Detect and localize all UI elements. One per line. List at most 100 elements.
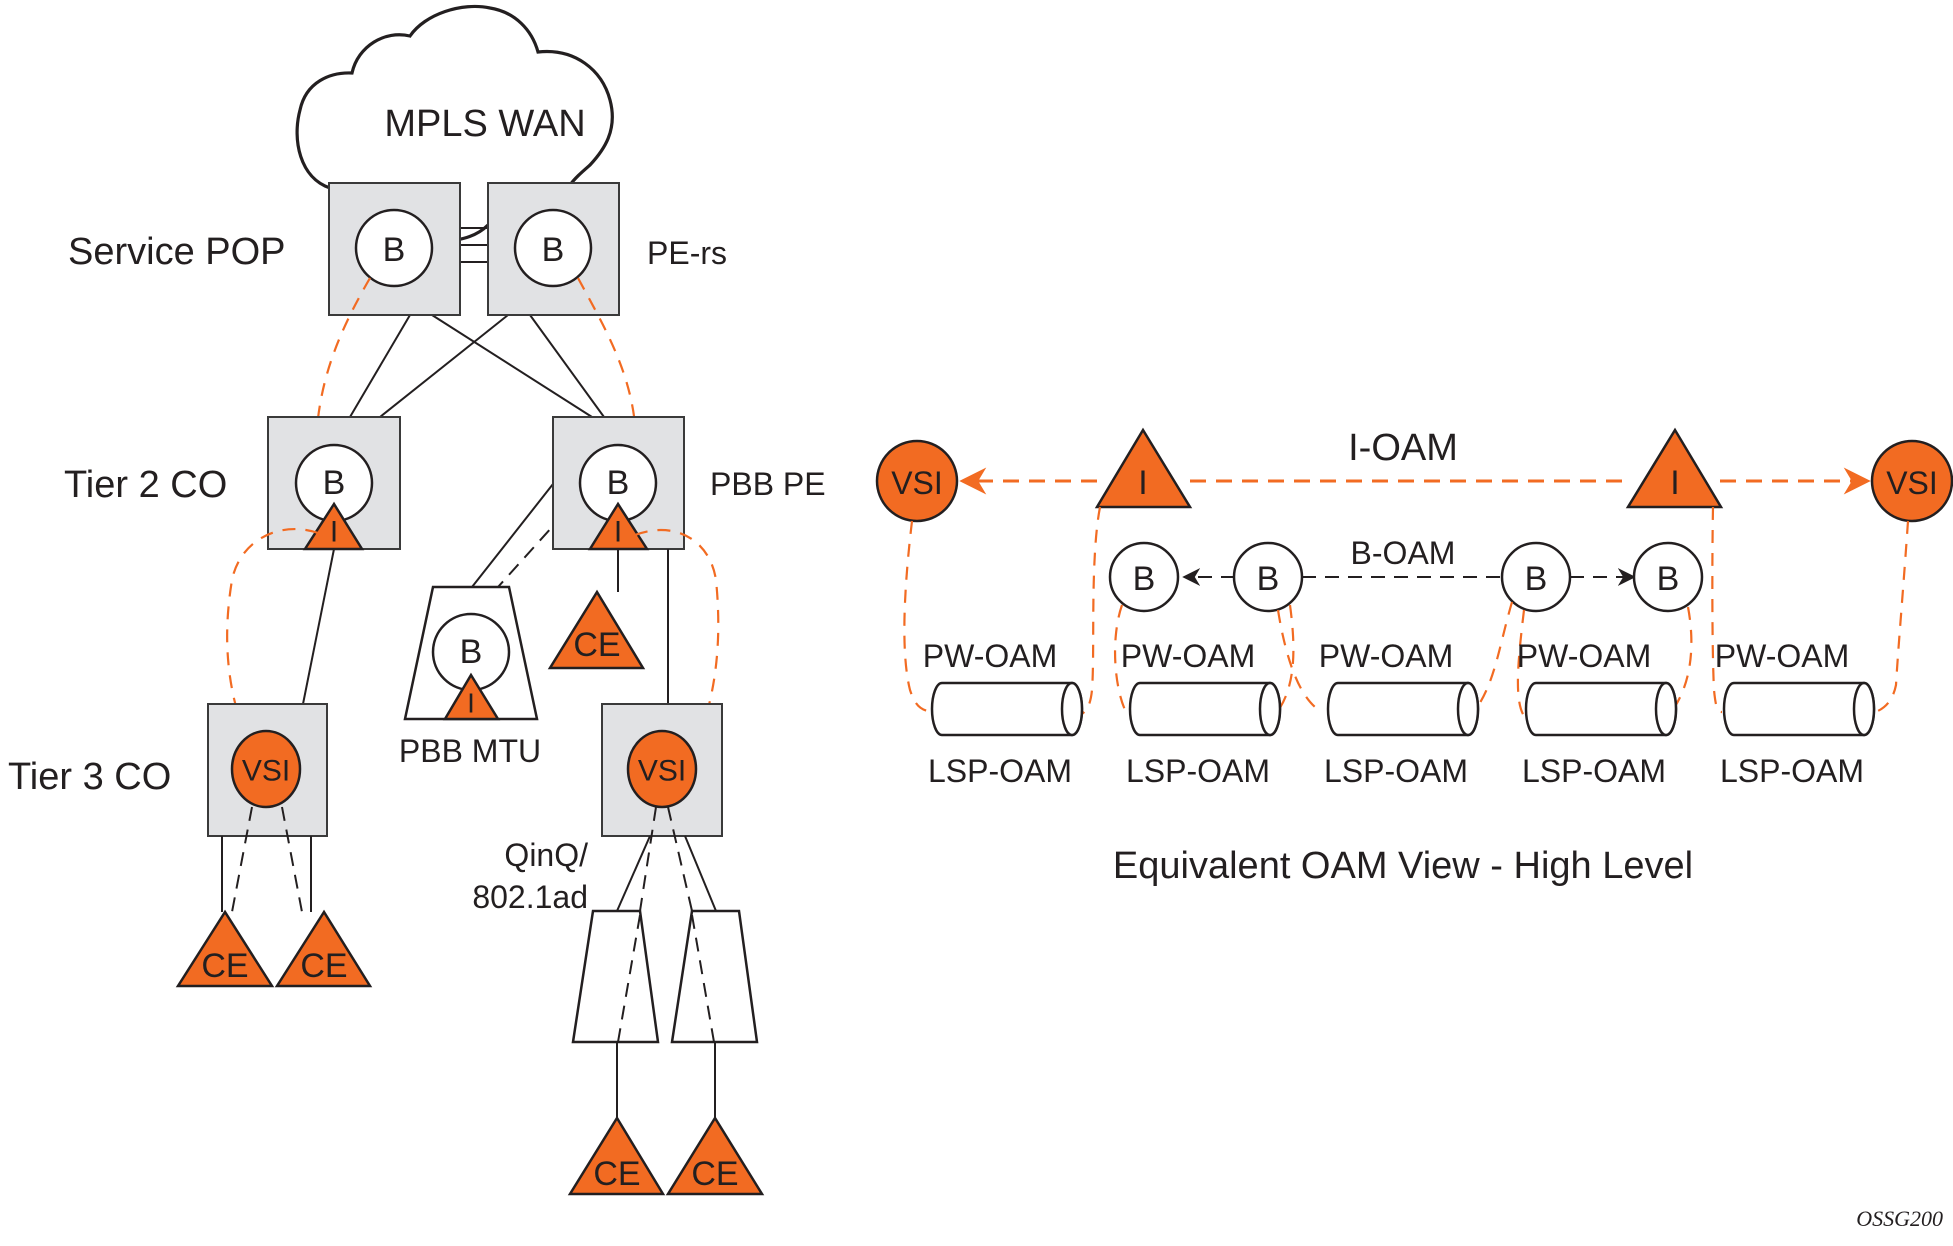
link bbox=[379, 314, 509, 418]
vsi-icon bbox=[230, 729, 302, 809]
pw-path bbox=[903, 520, 933, 714]
b-label: B bbox=[1657, 560, 1680, 598]
qinq-switch[interactable] bbox=[571, 909, 660, 1044]
b-component-icon bbox=[1632, 541, 1704, 613]
pw-oam-label: PW-OAM bbox=[1715, 638, 1850, 674]
tier3-co-node-right[interactable] bbox=[601, 703, 723, 837]
vsi-label: VSI bbox=[1886, 465, 1938, 501]
cloud-label: MPLS WAN bbox=[384, 103, 585, 145]
b-label: B bbox=[383, 231, 406, 269]
caption: Equivalent OAM View - High Level bbox=[1113, 845, 1693, 887]
segment: PW-OAM LSP-OAM bbox=[1715, 638, 1876, 789]
mpls-wan-cloud: MPLS WAN bbox=[295, 4, 614, 244]
lsp-oam-label: LSP-OAM bbox=[1720, 753, 1864, 789]
uplinks bbox=[349, 227, 605, 418]
link bbox=[684, 835, 717, 912]
ce-device-icon[interactable] bbox=[567, 1115, 666, 1196]
left-topology: MPLS WAN Service POP B B PE-rs Tier 2 CO bbox=[8, 4, 826, 1196]
service-link bbox=[281, 806, 303, 913]
pw-path bbox=[1857, 520, 1910, 718]
tier-label-service-pop: Service POP bbox=[68, 231, 286, 273]
link bbox=[349, 314, 411, 418]
pw-path bbox=[1114, 604, 1127, 713]
service-link bbox=[231, 806, 253, 913]
qinq-label-line2: 802.1ad bbox=[472, 879, 588, 915]
lsp-tunnel-icon bbox=[1326, 681, 1480, 737]
pe-rs-label: PE-rs bbox=[647, 235, 727, 271]
figure-id: OSSG200 bbox=[1856, 1206, 1943, 1231]
b-label: B bbox=[1133, 560, 1156, 598]
pbb-pe-label: PBB PE bbox=[710, 466, 826, 502]
b-oam-label: B-OAM bbox=[1351, 535, 1456, 571]
lsp-oam-label: LSP-OAM bbox=[928, 753, 1072, 789]
link bbox=[529, 314, 605, 418]
lsp-oam-label: LSP-OAM bbox=[1324, 753, 1468, 789]
vsi-label: VSI bbox=[891, 465, 943, 501]
ce-label: CE bbox=[201, 947, 248, 985]
qinq-label-line1: QinQ/ bbox=[504, 837, 588, 873]
b-component-icon bbox=[1232, 541, 1304, 613]
i-label: I bbox=[1670, 464, 1679, 502]
b-component-icon bbox=[1108, 541, 1180, 613]
pw-oam-label: PW-OAM bbox=[1517, 638, 1652, 674]
tunnel-end-cap bbox=[1060, 681, 1084, 737]
b-component-icon bbox=[354, 208, 434, 288]
link bbox=[302, 548, 335, 705]
b-label: B bbox=[542, 231, 565, 269]
i-component-icon bbox=[1094, 427, 1193, 509]
tier-label-tier2: Tier 2 CO bbox=[64, 464, 227, 506]
pw-path bbox=[1077, 506, 1102, 717]
lsp-tunnel-icon bbox=[1722, 681, 1876, 737]
link bbox=[431, 314, 593, 418]
pbb-mtu-label: PBB MTU bbox=[399, 733, 541, 769]
oam-equivalent-view: I-OAM VSI I I VSI B-OAM B B B B bbox=[875, 427, 1953, 887]
tunnel-end-cap bbox=[1654, 681, 1678, 737]
pw-path bbox=[1516, 609, 1526, 717]
pw-oam-label: PW-OAM bbox=[1319, 638, 1454, 674]
ce-label: CE bbox=[593, 1155, 640, 1193]
i-component-icon bbox=[1625, 427, 1724, 509]
b-component-icon bbox=[1500, 541, 1572, 613]
tunnel-end-cap bbox=[1852, 681, 1876, 737]
ce-label: CE bbox=[691, 1155, 738, 1193]
pw-oam-label: PW-OAM bbox=[1121, 638, 1256, 674]
pw-path bbox=[1711, 506, 1723, 714]
pw-oam-label: PW-OAM bbox=[923, 638, 1058, 674]
lsp-oam-label: LSP-OAM bbox=[1126, 753, 1270, 789]
link bbox=[471, 483, 554, 588]
lsp-oam-label: LSP-OAM bbox=[1522, 753, 1666, 789]
i-label: I bbox=[467, 688, 475, 719]
b-label: B bbox=[607, 464, 630, 502]
lsp-tunnel-icon bbox=[1128, 681, 1282, 737]
vsi-icon bbox=[626, 729, 698, 809]
b-label: B bbox=[323, 464, 346, 502]
segment: PW-OAM LSP-OAM bbox=[1121, 638, 1282, 789]
vsi-label: VSI bbox=[638, 755, 686, 788]
ce-device-icon[interactable] bbox=[274, 909, 373, 988]
ce-device-icon[interactable] bbox=[175, 909, 275, 988]
i-label: I bbox=[330, 516, 338, 549]
i-oam-label: I-OAM bbox=[1348, 427, 1458, 469]
tunnel-end-cap bbox=[1258, 681, 1282, 737]
ce-label: CE bbox=[300, 947, 347, 985]
segment: PW-OAM LSP-OAM bbox=[1517, 638, 1678, 789]
i-component-icon bbox=[442, 672, 501, 721]
lsp-segments: PW-OAMLSP-OAMPW-OAMLSP-OAMPW-OAMLSP-OAMP… bbox=[923, 638, 1876, 789]
ce-device-icon[interactable] bbox=[547, 589, 646, 670]
vsi-label: VSI bbox=[242, 755, 290, 788]
b-component-icon bbox=[513, 208, 593, 288]
ce-label: CE bbox=[573, 626, 620, 664]
i-label: I bbox=[1138, 464, 1147, 502]
ce-device-icon[interactable] bbox=[665, 1115, 765, 1196]
vsi-icon bbox=[875, 439, 959, 523]
lsp-tunnel-icon bbox=[930, 681, 1084, 737]
link bbox=[616, 835, 651, 912]
b-label: B bbox=[1257, 560, 1280, 598]
segment: PW-OAM LSP-OAM bbox=[923, 638, 1084, 789]
vsi-icon bbox=[1870, 439, 1953, 523]
tunnel-end-cap bbox=[1456, 681, 1480, 737]
qinq-switch[interactable] bbox=[670, 909, 759, 1044]
segment: PW-OAM LSP-OAM bbox=[1319, 638, 1480, 789]
b-label: B bbox=[1525, 560, 1548, 598]
